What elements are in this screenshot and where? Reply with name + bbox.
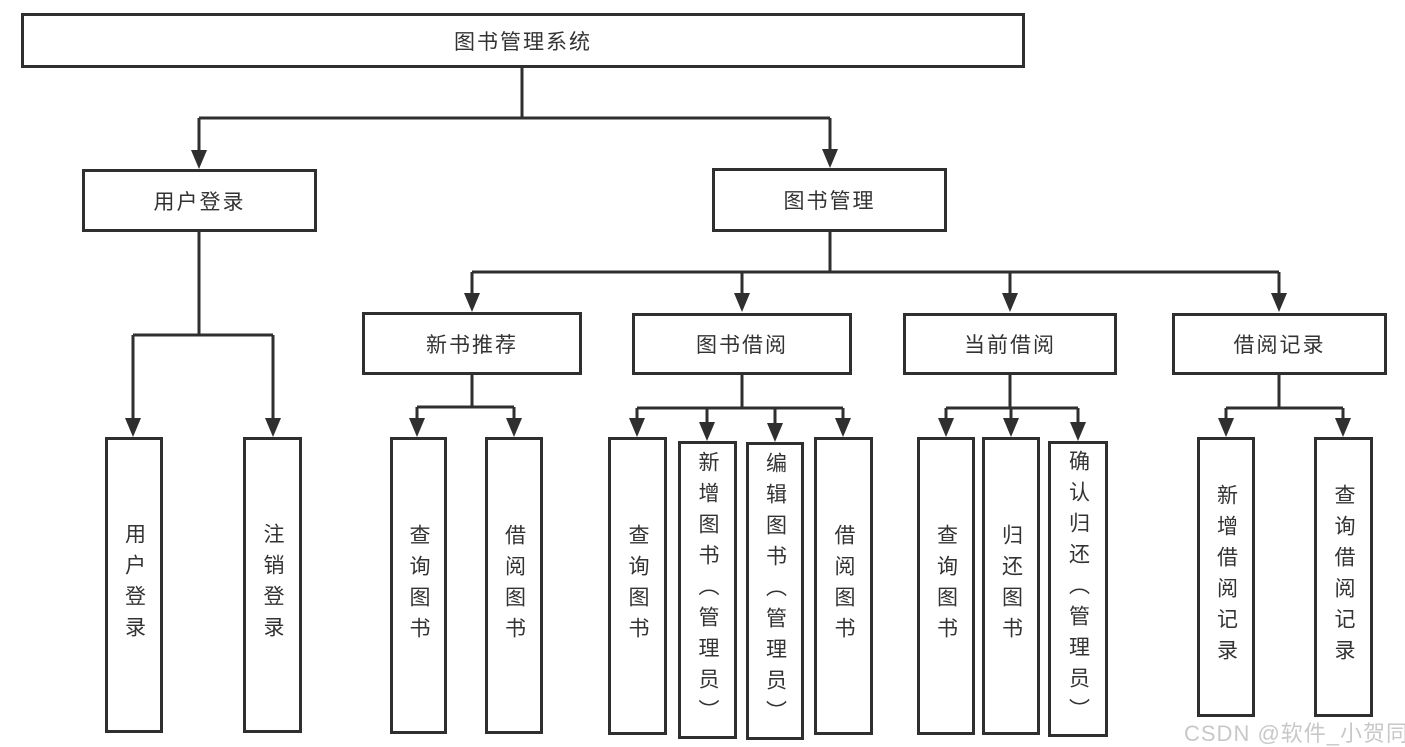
node-new-book-recommend-label: 新书推荐: [426, 333, 518, 357]
node-current-borrow-label: 当前借阅: [964, 334, 1056, 357]
node-book-management: 图书管理: [712, 168, 947, 232]
leaf-bb-query-book: 查询图书: [608, 437, 667, 735]
connector-root-to-level2: [197, 68, 832, 155]
watermark: CSDN @软件_小贺同学: [1184, 721, 1405, 746]
node-book-management-label: 图书管理: [783, 190, 876, 213]
leaf-nbr-borrow-book-label: 借阅图书: [502, 523, 526, 648]
node-book-borrow: 图书借阅: [632, 313, 852, 375]
connector-borrowrecord-children: [1224, 375, 1345, 423]
leaf-cb-return-book-label: 归还图书: [999, 524, 1023, 648]
arrow-down-icon: [734, 293, 750, 312]
leaf-nbr-borrow-book: 借阅图书: [485, 437, 543, 734]
connector-bookborrow-children: [635, 375, 845, 428]
leaf-bb-query-book-label: 查询图书: [626, 524, 649, 648]
leaf-br-query-record: 查询借阅记录: [1314, 437, 1373, 717]
leaf-bb-borrow-book-label: 借阅图书: [832, 524, 855, 648]
arrow-down-icon: [1271, 293, 1287, 312]
arrow-down-icon: [191, 150, 207, 169]
node-root: 图书管理系统: [21, 13, 1025, 68]
connector-bookmgmt-children: [470, 232, 1281, 299]
node-book-borrow-label: 图书借阅: [696, 334, 788, 357]
arrow-down-icon: [938, 418, 954, 437]
node-root-label: 图书管理系统: [454, 30, 592, 54]
arrow-down-icon: [835, 418, 851, 437]
leaf-br-add-record: 新增借阅记录: [1197, 437, 1255, 717]
leaf-cb-query-book: 查询图书: [917, 437, 975, 735]
leaf-user-login-label: 用户登录: [122, 523, 146, 647]
node-borrow-record-label: 借阅记录: [1233, 334, 1326, 357]
arrow-down-icon: [767, 423, 783, 442]
arrowheads: [125, 149, 1351, 442]
leaf-cb-query-book-label: 查询图书: [934, 524, 958, 648]
arrow-down-icon: [1003, 418, 1019, 437]
arrow-down-icon: [125, 418, 141, 437]
connector-newbook-children: [415, 375, 516, 423]
arrow-down-icon: [822, 149, 838, 168]
leaf-br-add-record-label: 新增借阅记录: [1214, 484, 1238, 670]
connector-currentborrow-children: [944, 375, 1080, 427]
arrow-down-icon: [265, 418, 281, 437]
arrow-down-icon: [699, 422, 715, 441]
connector-userlogin-children: [131, 232, 275, 423]
leaf-bb-add-book-admin: 新增图书（管理员）: [678, 441, 737, 739]
arrow-down-icon: [1070, 422, 1086, 441]
arrow-down-icon: [409, 418, 425, 437]
arrow-down-icon: [1218, 418, 1234, 437]
leaf-cb-confirm-return-admin-label: 确认归还（管理员）: [1066, 449, 1090, 729]
leaf-bb-add-book-admin-label: 新增图书（管理员）: [696, 450, 719, 730]
connector-lines: [131, 68, 1345, 428]
node-current-borrow: 当前借阅: [903, 313, 1117, 375]
leaf-nbr-query-book-label: 查询图书: [407, 523, 430, 648]
arrow-down-icon: [506, 418, 522, 437]
arrow-down-icon: [629, 418, 645, 437]
node-user-login: 用户登录: [82, 169, 317, 232]
arrow-down-icon: [464, 293, 480, 312]
leaf-user-login: 用户登录: [105, 437, 163, 733]
leaf-cb-return-book: 归还图书: [982, 437, 1040, 735]
node-borrow-record: 借阅记录: [1172, 313, 1387, 375]
leaf-bb-edit-book-admin-label: 编辑图书（管理员）: [763, 451, 787, 731]
leaf-br-query-record-label: 查询借阅记录: [1332, 484, 1355, 670]
node-new-book-recommend: 新书推荐: [362, 312, 582, 375]
leaf-logout-label: 注销登录: [261, 523, 284, 647]
arrow-down-icon: [1335, 418, 1351, 437]
leaf-cb-confirm-return-admin: 确认归还（管理员）: [1048, 441, 1108, 737]
leaf-nbr-query-book: 查询图书: [390, 437, 447, 734]
arrow-down-icon: [1002, 293, 1018, 312]
node-user-login-label: 用户登录: [153, 190, 246, 214]
leaf-bb-borrow-book: 借阅图书: [814, 437, 873, 735]
leaf-bb-edit-book-admin: 编辑图书（管理员）: [746, 442, 804, 740]
leaf-logout: 注销登录: [243, 437, 302, 733]
